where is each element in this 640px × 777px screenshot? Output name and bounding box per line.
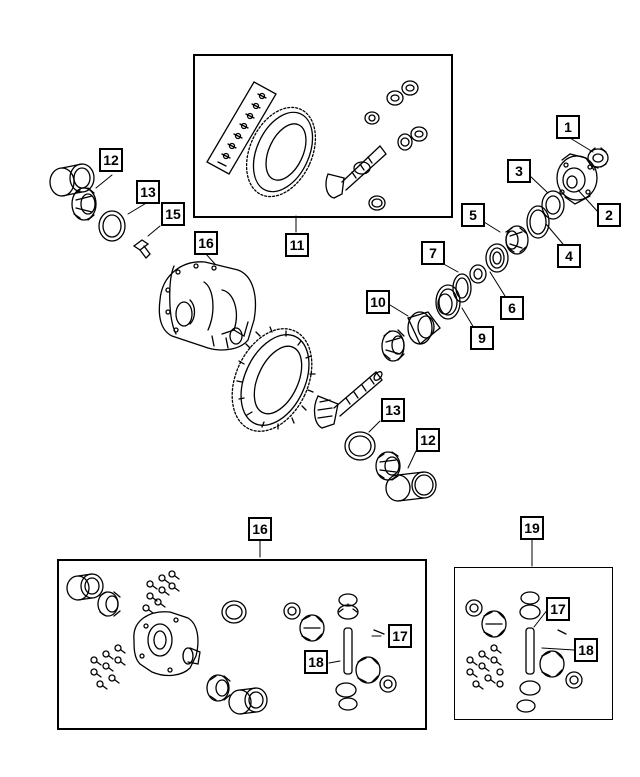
callout-13-lower[interactable]: 13 [381, 398, 405, 422]
callout-12-lower[interactable]: 12 [416, 428, 440, 452]
callout-3[interactable]: 3 [507, 159, 531, 183]
collapsible-spacer [469, 264, 487, 284]
callout-18-case-kit[interactable]: 18 [304, 650, 328, 674]
callout-17-case-kit[interactable]: 17 [388, 624, 412, 648]
callout-13-upper[interactable]: 13 [136, 180, 160, 204]
kit16-bolts-upper [142, 570, 180, 614]
kit16-bearing-cups [66, 573, 121, 617]
rear-pinion-bearing [381, 329, 405, 362]
kit11-pinion-gear [325, 80, 428, 211]
callout-2[interactable]: 2 [597, 203, 621, 227]
rear-bearing-cup [407, 311, 441, 346]
kit16-diff-case [133, 611, 201, 677]
callout-15[interactable]: 15 [161, 202, 185, 226]
callout-12-upper[interactable]: 12 [99, 148, 123, 172]
kit16-shim [221, 600, 247, 624]
kit11-ring-gear [245, 106, 317, 198]
callout-16-upper[interactable]: 16 [194, 231, 218, 255]
callout-4[interactable]: 4 [557, 244, 581, 268]
callout-5[interactable]: 5 [461, 203, 485, 227]
kit-frame-differential-gears [454, 567, 613, 720]
callout-1[interactable]: 1 [556, 115, 580, 139]
kit16-bolts-lower [90, 644, 126, 690]
kit-frame-ring-pinion [193, 54, 453, 218]
pinion-nut [587, 147, 609, 169]
callout-11[interactable]: 11 [285, 233, 309, 257]
drive-pinion-gear [313, 371, 383, 429]
carrier-bearing [71, 187, 97, 221]
carrier-bearing-cup [49, 163, 95, 197]
kit-frame-differential-case [57, 559, 427, 730]
kit19-gears [465, 591, 583, 713]
lower-carrier-bearing [375, 451, 401, 481]
callout-17-gear-kit[interactable]: 17 [546, 597, 570, 621]
callout-18-gear-kit[interactable]: 18 [574, 638, 598, 662]
callout-7[interactable]: 7 [421, 241, 445, 265]
kit11-bolt-strip [206, 81, 277, 175]
kit16-side-gears [283, 593, 397, 711]
ring-gear-bolt [132, 239, 151, 259]
oil-slinger [526, 205, 550, 239]
kit16-lower-bearing [206, 674, 268, 715]
pinion-seal [541, 190, 565, 220]
callout-16-lower[interactable]: 16 [248, 517, 272, 541]
front-bearing-cup [485, 243, 509, 273]
differential-case [158, 261, 257, 351]
callout-10[interactable]: 10 [366, 290, 390, 314]
ring-gear [231, 326, 316, 432]
lower-bearing-cup [385, 471, 437, 502]
callout-19[interactable]: 19 [520, 516, 544, 540]
front-pinion-bearing [505, 225, 529, 255]
callout-6[interactable]: 6 [500, 296, 524, 320]
callout-9[interactable]: 9 [470, 326, 494, 350]
carrier-shim [98, 210, 126, 242]
lower-carrier-shim [344, 431, 376, 461]
pinion-shims [435, 273, 472, 320]
pinion-yoke [556, 153, 598, 205]
